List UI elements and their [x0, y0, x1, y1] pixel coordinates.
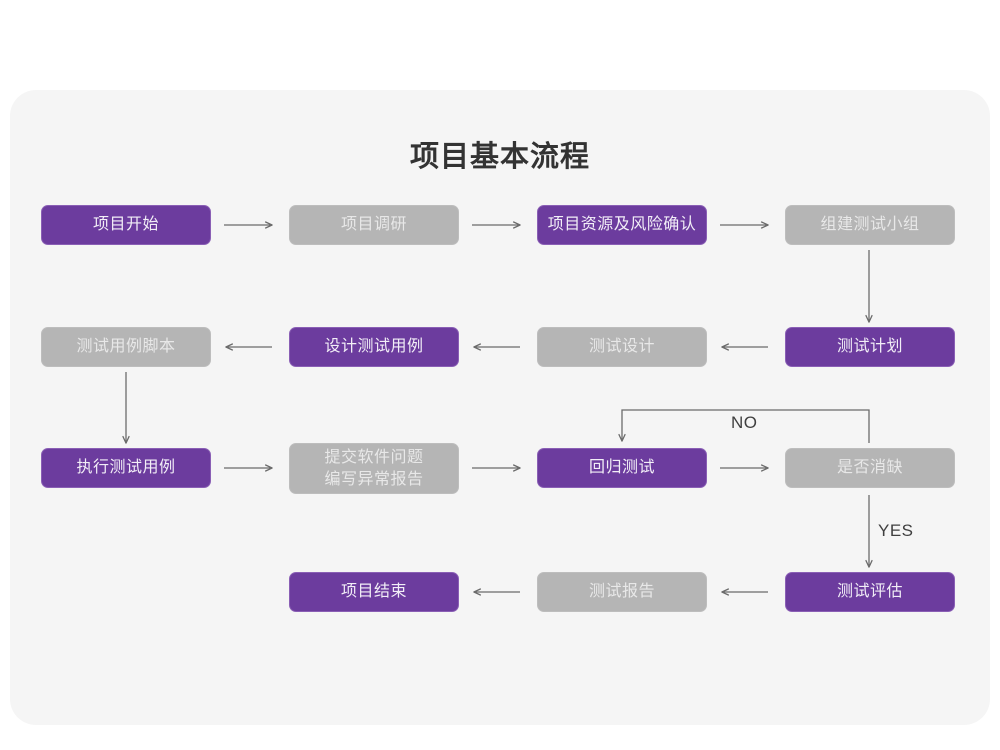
- node-label: 设计测试用例: [324, 338, 424, 355]
- node-label: 项目资源及风险确认: [547, 216, 697, 233]
- node-design-test-case[interactable]: 设计测试用例: [289, 327, 459, 367]
- node-submit-issue-report[interactable]: 提交软件问题 编写异常报告: [289, 443, 459, 494]
- node-label: 组建测试小组: [820, 216, 920, 233]
- edge-label-yes: YES: [878, 521, 914, 540]
- node-resource-risk-confirm[interactable]: 项目资源及风险确认: [537, 205, 707, 245]
- node-regression-test[interactable]: 回归测试: [537, 448, 707, 488]
- node-test-evaluation[interactable]: 测试评估: [785, 572, 955, 612]
- node-project-research[interactable]: 项目调研: [289, 205, 459, 245]
- flowchart-card: [10, 90, 990, 725]
- node-test-design[interactable]: 测试设计: [537, 327, 707, 367]
- node-form-test-team[interactable]: 组建测试小组: [785, 205, 955, 245]
- node-label: 提交软件问题 编写异常报告: [324, 448, 424, 488]
- node-project-end[interactable]: 项目结束: [289, 572, 459, 612]
- node-label: 项目调研: [340, 216, 407, 233]
- node-defect-resolved-decision[interactable]: 是否消缺: [785, 448, 955, 488]
- node-test-plan[interactable]: 测试计划: [785, 327, 955, 367]
- node-project-start[interactable]: 项目开始: [41, 205, 211, 245]
- node-label: 执行测试用例: [76, 459, 176, 476]
- node-label: 项目结束: [340, 583, 407, 600]
- node-label: 测试设计: [588, 338, 655, 355]
- node-test-case-script[interactable]: 测试用例脚本: [41, 327, 211, 367]
- page-title: 项目基本流程: [409, 141, 590, 173]
- edge-label-no: NO: [731, 413, 758, 432]
- node-label: 测试用例脚本: [76, 338, 176, 355]
- node-test-report[interactable]: 测试报告: [537, 572, 707, 612]
- node-label: 项目开始: [92, 216, 159, 233]
- node-execute-test-case[interactable]: 执行测试用例: [41, 448, 211, 488]
- node-label: 测试计划: [836, 338, 903, 355]
- node-label: 回归测试: [588, 459, 655, 476]
- node-label: 测试报告: [588, 583, 655, 600]
- node-label: 是否消缺: [836, 459, 903, 476]
- node-label: 测试评估: [836, 583, 903, 600]
